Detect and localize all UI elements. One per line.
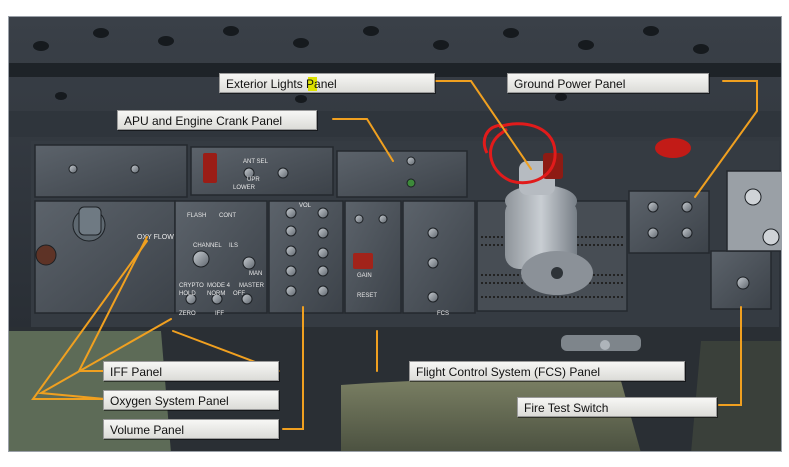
callout-fcs-text: Flight Control System (FCS) Panel: [416, 365, 601, 379]
callout-apu-engine-crank: APU and Engine Crank Panel: [117, 110, 317, 130]
red-highlight-circle: [489, 122, 557, 185]
upper-holes: [33, 26, 709, 103]
callout-apu-engine-crank-text: APU and Engine Crank Panel: [124, 114, 283, 128]
callout-fire-test: Fire Test Switch: [517, 397, 717, 417]
callout-fcs: Flight Control System (FCS) Panel: [409, 361, 685, 381]
upr-label: UPR: [247, 177, 260, 183]
vol-label: VOL: [299, 203, 312, 209]
ils-label: ILS: [229, 243, 238, 249]
callout-exterior-lights-text: Exterior Lights Panel: [226, 77, 337, 91]
callout-ground-power: Ground Power Panel: [507, 73, 709, 93]
volume-panel-art: [268, 200, 344, 314]
cont-label: CONT: [219, 213, 236, 219]
fcs-label: FCS: [437, 311, 449, 317]
fcs-panel-art: [402, 200, 476, 314]
iff-label: IFF: [215, 311, 224, 317]
crypto-label: CRYPTO: [179, 283, 204, 289]
hold-label: HOLD: [179, 291, 196, 297]
oxy-flow-label: OXY FLOW: [137, 234, 174, 241]
ant-sel-label: ANT SEL: [243, 159, 269, 165]
knobs: [35, 156, 780, 305]
panel-text: OXY FLOW ANT SEL VOL CHANNEL ILS CRYPTO …: [137, 159, 449, 317]
callout-exterior-lights: Exterior Lights Panel: [219, 73, 435, 93]
mode4-label: MODE 4: [207, 283, 231, 289]
callout-volume: Volume Panel: [103, 419, 279, 439]
callout-fire-test-text: Fire Test Switch: [524, 401, 609, 415]
exterior-lights-panel-art: [336, 150, 468, 198]
zero-label: ZERO: [179, 311, 196, 317]
ground-power-panel-art: [628, 190, 710, 254]
lower-label: LOWER: [233, 185, 256, 191]
channel-label: CHANNEL: [193, 243, 222, 249]
gain-label: GAIN: [357, 273, 372, 279]
top-left-panel: [34, 144, 188, 198]
red-guard-2: [353, 253, 373, 269]
callout-oxygen: Oxygen System Panel: [103, 390, 279, 410]
red-cap: [655, 138, 691, 158]
cockpit-screenshot: OXY FLOW ANT SEL VOL CHANNEL ILS CRYPTO …: [8, 16, 782, 452]
flash-label: FLASH: [187, 213, 206, 219]
man-label: MAN: [249, 271, 262, 277]
master-label: MASTER: [239, 283, 265, 289]
callout-ground-power-text: Ground Power Panel: [514, 77, 626, 91]
red-guard-1: [203, 153, 217, 183]
callout-volume-text: Volume Panel: [110, 423, 185, 437]
norm-label: NORM: [207, 291, 225, 297]
off-label: OFF: [233, 291, 245, 297]
callout-oxygen-text: Oxygen System Panel: [110, 394, 229, 408]
callout-iff: IFF Panel: [103, 361, 279, 381]
reset-label: RESET: [357, 293, 377, 299]
seat-cushion: [341, 378, 641, 451]
callout-iff-text: IFF Panel: [110, 365, 163, 379]
right-side-wall: [691, 341, 781, 451]
